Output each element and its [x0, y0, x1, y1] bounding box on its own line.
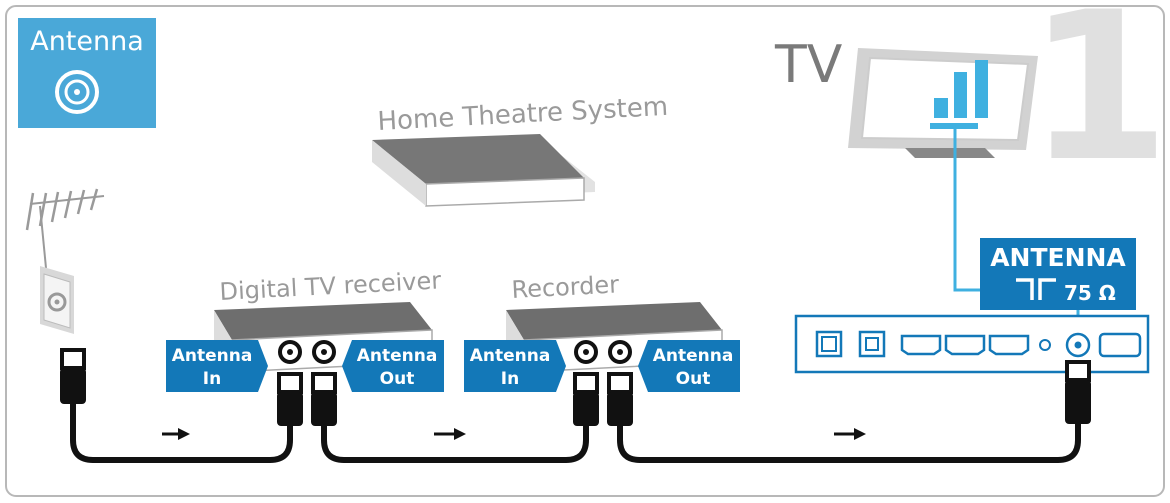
step-number: 1 [1027, 0, 1170, 207]
coax-plug-icon [607, 372, 633, 426]
digital-receiver-out-line1: Antenna [357, 346, 438, 366]
digital-receiver-out-line2: Out [380, 369, 415, 389]
coax-plug-icon [277, 372, 303, 426]
rooftop-antenna-icon [25, 188, 105, 269]
digital-receiver-in-line2: In [203, 369, 221, 389]
cable-recorder-to-tv [617, 420, 1081, 463]
usb-port-icon [858, 330, 886, 358]
tv-label: TV [774, 35, 843, 95]
digital-receiver-antenna-out-tag: Antenna Out [342, 340, 444, 392]
coax-plug-icon [1065, 360, 1091, 424]
cable-receiver-to-recorder [321, 420, 589, 463]
network-port-icon [815, 330, 843, 358]
coax-plug-icon [311, 372, 337, 426]
coax-plug-icon [60, 348, 86, 404]
recorder-out-line2: Out [676, 369, 711, 389]
coax-cables [70, 400, 1081, 463]
tv-antenna-spec: 75 Ω [1064, 281, 1116, 305]
antenna-badge: Antenna [18, 18, 156, 128]
wall-socket-icon [40, 266, 74, 334]
hdmi-port-icon [988, 334, 1030, 356]
tv-icon [848, 48, 1038, 158]
recorder-out-socket-icon [608, 340, 632, 364]
tv-antenna-port-label: ANTENNA 75 Ω [980, 238, 1136, 310]
recorder-antenna-in-tag: Antenna In [464, 340, 566, 392]
digital-receiver-antenna-in-tag: Antenna In [166, 340, 268, 392]
coax-plug-icon [573, 372, 599, 426]
digital-receiver-in-socket-icon [278, 340, 302, 364]
coax-symbol-icon [1016, 278, 1056, 300]
arrow-right-icon [834, 428, 866, 440]
recorder-out-line1: Antenna [653, 346, 734, 366]
hdmi-port-icon [900, 334, 942, 356]
digital-receiver-in-line1: Antenna [172, 346, 253, 366]
tv-back-panel [794, 314, 1150, 374]
coax-socket-icon [55, 70, 99, 114]
home-theatre-box [372, 134, 595, 207]
arrow-right-icon [434, 428, 466, 440]
antenna-port-icon [1065, 332, 1091, 358]
antenna-badge-label: Antenna [30, 26, 144, 57]
arrow-right-icon [162, 428, 190, 440]
recorder-in-line2: In [501, 369, 519, 389]
scart-port-icon [1098, 332, 1142, 358]
recorder-in-socket-icon [574, 340, 598, 364]
cable-wall-to-receiver [70, 400, 293, 463]
digital-receiver-out-socket-icon [312, 340, 336, 364]
tv-antenna-title: ANTENNA [990, 243, 1126, 272]
recorder-antenna-out-tag: Antenna Out [638, 340, 740, 392]
recorder-label: Recorder [511, 270, 620, 304]
recorder-in-line1: Antenna [470, 346, 551, 366]
audio-port-icon [1039, 339, 1051, 351]
hdmi-port-icon [944, 334, 986, 356]
